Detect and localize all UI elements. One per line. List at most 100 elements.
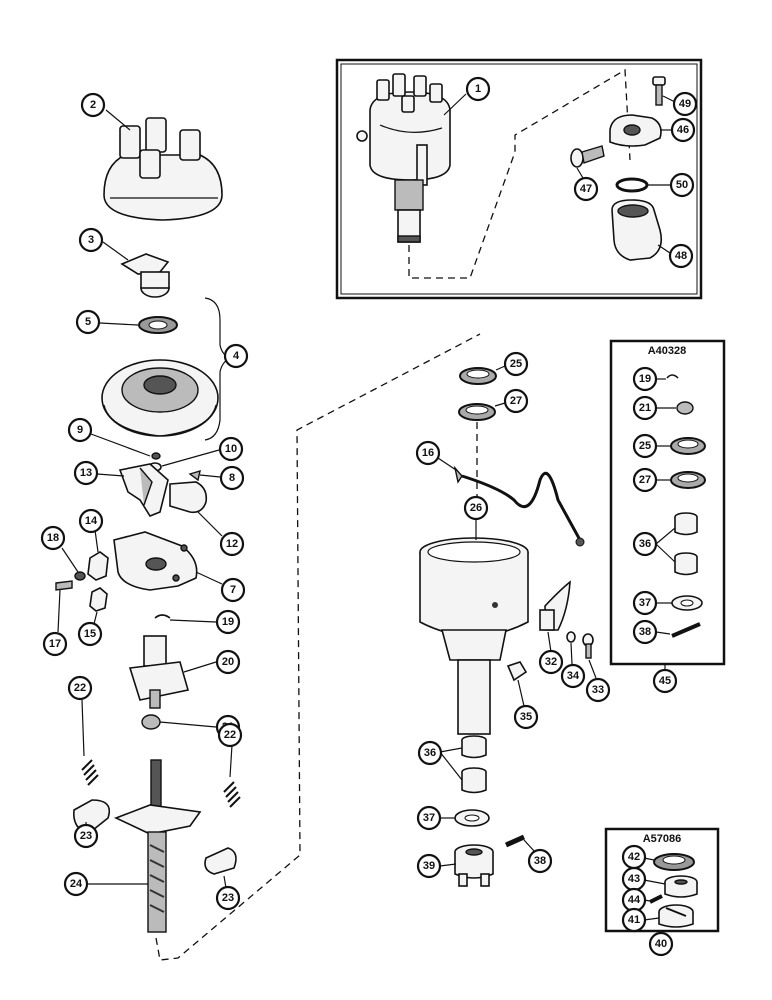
kit-number-40: 40 bbox=[648, 931, 674, 957]
label-26: 26 bbox=[463, 495, 489, 521]
svg-text:44: 44 bbox=[628, 894, 641, 906]
kit40-label-42: 42 bbox=[621, 844, 647, 870]
label-8: 8 bbox=[219, 465, 245, 491]
svg-text:8: 8 bbox=[229, 472, 235, 484]
oring-50-drawing bbox=[615, 177, 649, 193]
clamp-46-drawing bbox=[609, 114, 662, 147]
svg-text:32: 32 bbox=[545, 656, 557, 668]
left-column-parts: 2 3 5 4 9 10 8 bbox=[40, 92, 249, 933]
svg-text:45: 45 bbox=[659, 675, 671, 687]
cap-2-drawing bbox=[103, 117, 223, 221]
label-34: 34 bbox=[560, 663, 586, 689]
svg-text:43: 43 bbox=[628, 873, 640, 885]
label-4: 4 bbox=[223, 343, 249, 369]
label-14: 14 bbox=[78, 508, 104, 534]
kit45-label-36: 36 bbox=[632, 531, 658, 557]
svg-text:19: 19 bbox=[222, 616, 234, 628]
svg-text:2: 2 bbox=[90, 99, 96, 111]
svg-text:40: 40 bbox=[655, 938, 667, 950]
label-22a: 22 bbox=[67, 675, 93, 701]
svg-text:23: 23 bbox=[80, 830, 92, 842]
svg-text:49: 49 bbox=[679, 98, 691, 110]
svg-text:12: 12 bbox=[226, 538, 238, 550]
svg-text:10: 10 bbox=[225, 443, 237, 455]
svg-text:38: 38 bbox=[534, 855, 546, 867]
housing-4-drawing bbox=[101, 359, 219, 437]
label-36: 36 bbox=[417, 740, 443, 766]
label-38: 38 bbox=[527, 848, 553, 874]
label-15: 15 bbox=[77, 621, 103, 647]
label-27: 27 bbox=[503, 388, 529, 414]
svg-text:35: 35 bbox=[520, 711, 532, 723]
svg-text:37: 37 bbox=[423, 812, 435, 824]
bolt-49-drawing bbox=[652, 76, 666, 106]
label-32: 32 bbox=[538, 649, 564, 675]
rotor-3-drawing bbox=[120, 253, 170, 298]
kit45-label-25: 25 bbox=[632, 433, 658, 459]
svg-text:46: 46 bbox=[677, 124, 689, 136]
label-22b: 22 bbox=[217, 722, 243, 748]
kit45-label-37: 37 bbox=[632, 590, 658, 616]
label-13: 13 bbox=[73, 460, 99, 486]
label-37: 37 bbox=[416, 805, 442, 831]
svg-text:47: 47 bbox=[580, 183, 592, 195]
label-35: 35 bbox=[513, 704, 539, 730]
assembly-inset: 1 49 46 50 47 48 bbox=[335, 58, 703, 300]
svg-text:26: 26 bbox=[470, 502, 482, 514]
housing-26-drawing bbox=[419, 537, 529, 735]
svg-text:5: 5 bbox=[85, 316, 91, 328]
svg-text:14: 14 bbox=[85, 515, 98, 527]
svg-text:21: 21 bbox=[639, 402, 651, 414]
svg-text:3: 3 bbox=[88, 234, 94, 246]
label-2: 2 bbox=[80, 92, 106, 118]
plate-7-drawing bbox=[113, 531, 198, 591]
kit40-label-43: 43 bbox=[621, 866, 647, 892]
svg-text:48: 48 bbox=[675, 250, 687, 262]
label-5: 5 bbox=[75, 309, 101, 335]
gear-39-drawing bbox=[454, 844, 494, 887]
label-25: 25 bbox=[503, 351, 529, 377]
label-23b: 23 bbox=[215, 885, 241, 911]
svg-text:22: 22 bbox=[224, 729, 236, 741]
kit45-label-38: 38 bbox=[632, 619, 658, 645]
label-3: 3 bbox=[78, 227, 104, 253]
bushing-36-drawing bbox=[461, 735, 487, 794]
cam-20-drawing bbox=[128, 635, 190, 709]
label-1: 1 bbox=[465, 76, 491, 102]
label-50: 50 bbox=[669, 172, 695, 198]
label-16: 16 bbox=[415, 440, 441, 466]
svg-text:20: 20 bbox=[222, 656, 234, 668]
svg-text:38: 38 bbox=[639, 626, 651, 638]
svg-text:19: 19 bbox=[639, 373, 651, 385]
center-parts: 25 27 16 26 32 34 bbox=[415, 351, 611, 887]
kit45-label-19: 19 bbox=[632, 366, 658, 392]
assembly-dashed-path bbox=[155, 333, 481, 961]
svg-text:27: 27 bbox=[510, 395, 522, 407]
svg-text:27: 27 bbox=[639, 474, 651, 486]
svg-text:7: 7 bbox=[230, 584, 236, 596]
svg-text:39: 39 bbox=[423, 860, 435, 872]
label-24: 24 bbox=[63, 871, 89, 897]
condenser-12-drawing bbox=[169, 481, 208, 514]
points-13-drawing bbox=[118, 463, 169, 517]
svg-text:34: 34 bbox=[567, 670, 580, 682]
label-39: 39 bbox=[416, 853, 442, 879]
svg-text:1: 1 bbox=[475, 83, 481, 95]
kit-a57086-title: A57086 bbox=[643, 833, 682, 845]
kit45-label-21: 21 bbox=[632, 395, 658, 421]
kit40-label-44: 44 bbox=[621, 887, 647, 913]
label-46: 46 bbox=[670, 117, 696, 143]
label-47: 47 bbox=[573, 176, 599, 202]
kit-a40328-title: A40328 bbox=[648, 345, 687, 357]
svg-text:36: 36 bbox=[424, 747, 436, 759]
shaft-24-drawing bbox=[113, 759, 202, 933]
svg-text:23: 23 bbox=[222, 892, 234, 904]
screw-47-drawing bbox=[570, 145, 605, 168]
label-19: 19 bbox=[215, 609, 241, 635]
label-10: 10 bbox=[218, 436, 244, 462]
svg-text:50: 50 bbox=[676, 179, 688, 191]
svg-text:42: 42 bbox=[628, 851, 640, 863]
svg-text:18: 18 bbox=[47, 532, 59, 544]
svg-text:22: 22 bbox=[74, 682, 86, 694]
label-12: 12 bbox=[219, 531, 245, 557]
